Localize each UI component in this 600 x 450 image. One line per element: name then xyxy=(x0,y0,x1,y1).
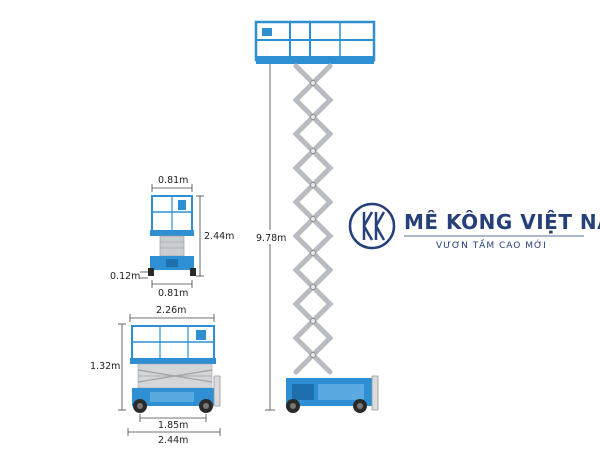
front-view: 0.81m 2.44m 0.12m 0.81m xyxy=(110,175,234,299)
side-view: 2.26m 1.32m 1.85m 2.44 xyxy=(90,305,221,446)
dim-front-top-width: 0.81m xyxy=(158,175,188,186)
dim-front-bottom-width: 0.81m xyxy=(158,288,188,299)
dim-overall-length: 2.44m xyxy=(158,435,188,446)
dim-platform-length: 2.26m xyxy=(156,305,186,316)
mk-monogram-icon xyxy=(348,202,396,250)
dim-wheelbase: 1.85m xyxy=(158,420,188,431)
extended-chassis xyxy=(286,375,379,413)
dim-working-height: 9.78m xyxy=(256,233,286,244)
dim-ground-clearance: 0.12m xyxy=(110,271,140,282)
extended-lift-view: 9.78m xyxy=(252,20,379,413)
dim-stowed-height: 1.32m xyxy=(90,361,120,372)
raised-platform xyxy=(254,20,376,64)
brand-logo: MÊ KÔNG VIỆT NAM VƯƠN TẦM CAO MỚI xyxy=(348,202,600,251)
dim-front-height: 2.44m xyxy=(204,231,234,242)
brand-name: MÊ KÔNG VIỆT NAM xyxy=(404,210,600,234)
brand-tagline: VƯƠN TẦM CAO MỚI xyxy=(436,238,547,251)
